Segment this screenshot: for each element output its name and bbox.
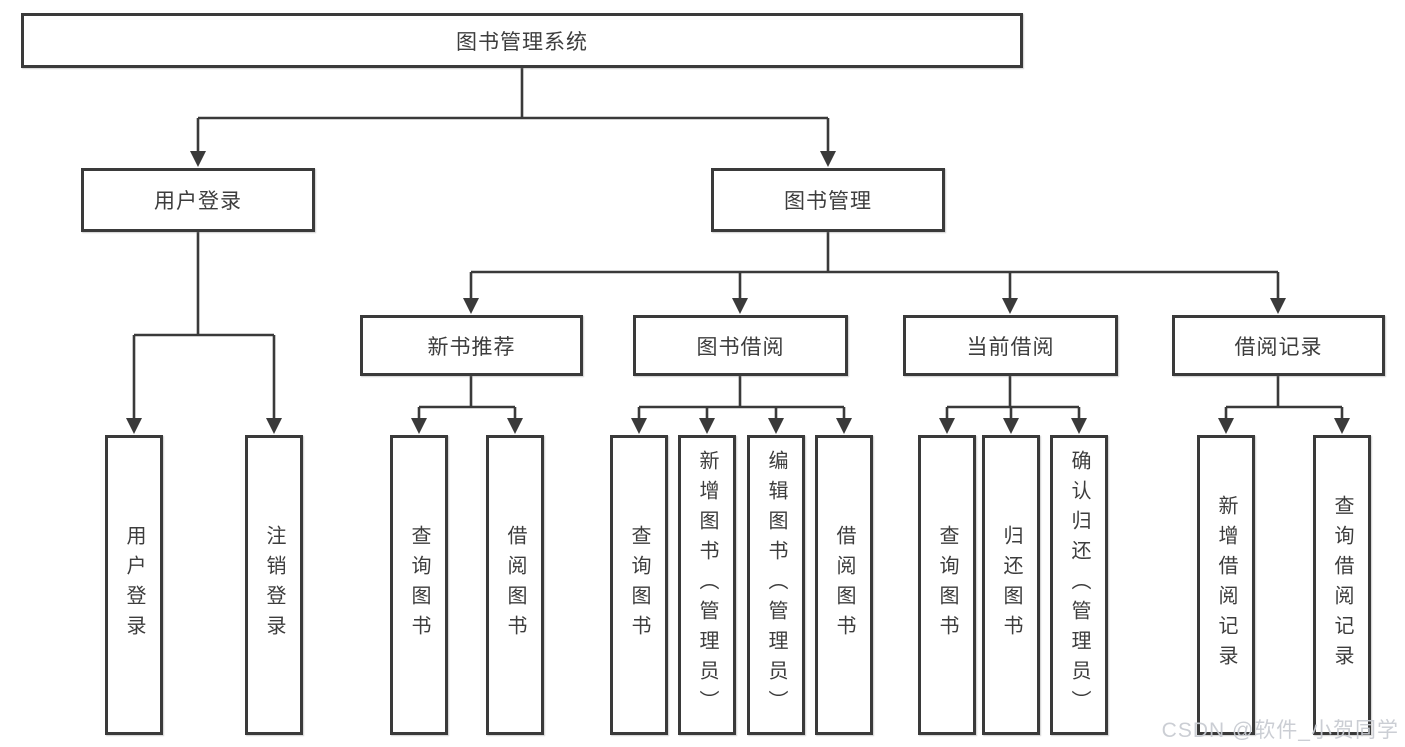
leaf-logout: 注销登录 <box>245 435 303 735</box>
leaf-label: 查询图书 <box>408 525 430 645</box>
leaf-label: 借阅图书 <box>833 525 855 645</box>
node-label: 当前借阅 <box>966 335 1055 359</box>
leaf-borrow-edit-books-admin: 编辑图书（管理员） <box>747 435 805 735</box>
leaf-label: 确认归还（管理员） <box>1068 450 1090 720</box>
leaf-recommend-borrow-books: 借阅图书 <box>486 435 544 735</box>
leaf-label: 查询图书 <box>628 525 650 645</box>
leaf-current-query-books: 查询图书 <box>918 435 976 735</box>
leaf-current-confirm-return-admin: 确认归还（管理员） <box>1050 435 1108 735</box>
node-book-management: 图书管理 <box>711 168 945 232</box>
leaf-label: 编辑图书（管理员） <box>765 450 787 720</box>
leaf-label: 新增图书（管理员） <box>696 450 718 720</box>
node-book-borrow: 图书借阅 <box>633 315 848 376</box>
node-label: 新书推荐 <box>427 335 516 359</box>
leaf-current-return-books: 归还图书 <box>982 435 1040 735</box>
csdn-watermark: CSDN @软件_小贺同学 <box>1161 719 1399 742</box>
node-label: 图书管理 <box>784 190 872 213</box>
node-label: 图书管理系统 <box>456 30 588 54</box>
leaf-borrow-borrow-books: 借阅图书 <box>815 435 873 735</box>
leaf-label: 查询借阅记录 <box>1331 495 1353 675</box>
leaf-records-query-record: 查询借阅记录 <box>1313 435 1371 735</box>
leaf-user-login: 用户登录 <box>105 435 163 735</box>
node-current-borrow: 当前借阅 <box>903 315 1118 376</box>
leaf-label: 借阅图书 <box>504 525 526 645</box>
node-label: 图书借阅 <box>696 335 785 359</box>
leaf-label: 注销登录 <box>263 525 285 645</box>
leaf-records-add-record: 新增借阅记录 <box>1197 435 1255 735</box>
leaf-borrow-query-books: 查询图书 <box>610 435 668 735</box>
leaf-label: 用户登录 <box>123 525 145 645</box>
node-new-book-recommend: 新书推荐 <box>360 315 583 376</box>
node-label: 用户登录 <box>154 190 242 213</box>
node-label: 借阅记录 <box>1234 335 1323 359</box>
node-user-login: 用户登录 <box>81 168 315 232</box>
leaf-label: 查询图书 <box>936 525 958 645</box>
node-library-management-system: 图书管理系统 <box>21 13 1023 68</box>
leaf-recommend-query-books: 查询图书 <box>390 435 448 735</box>
leaf-label: 归还图书 <box>1000 525 1022 645</box>
leaf-label: 新增借阅记录 <box>1215 495 1237 675</box>
node-borrow-records: 借阅记录 <box>1172 315 1385 376</box>
leaf-borrow-add-books-admin: 新增图书（管理员） <box>678 435 736 735</box>
